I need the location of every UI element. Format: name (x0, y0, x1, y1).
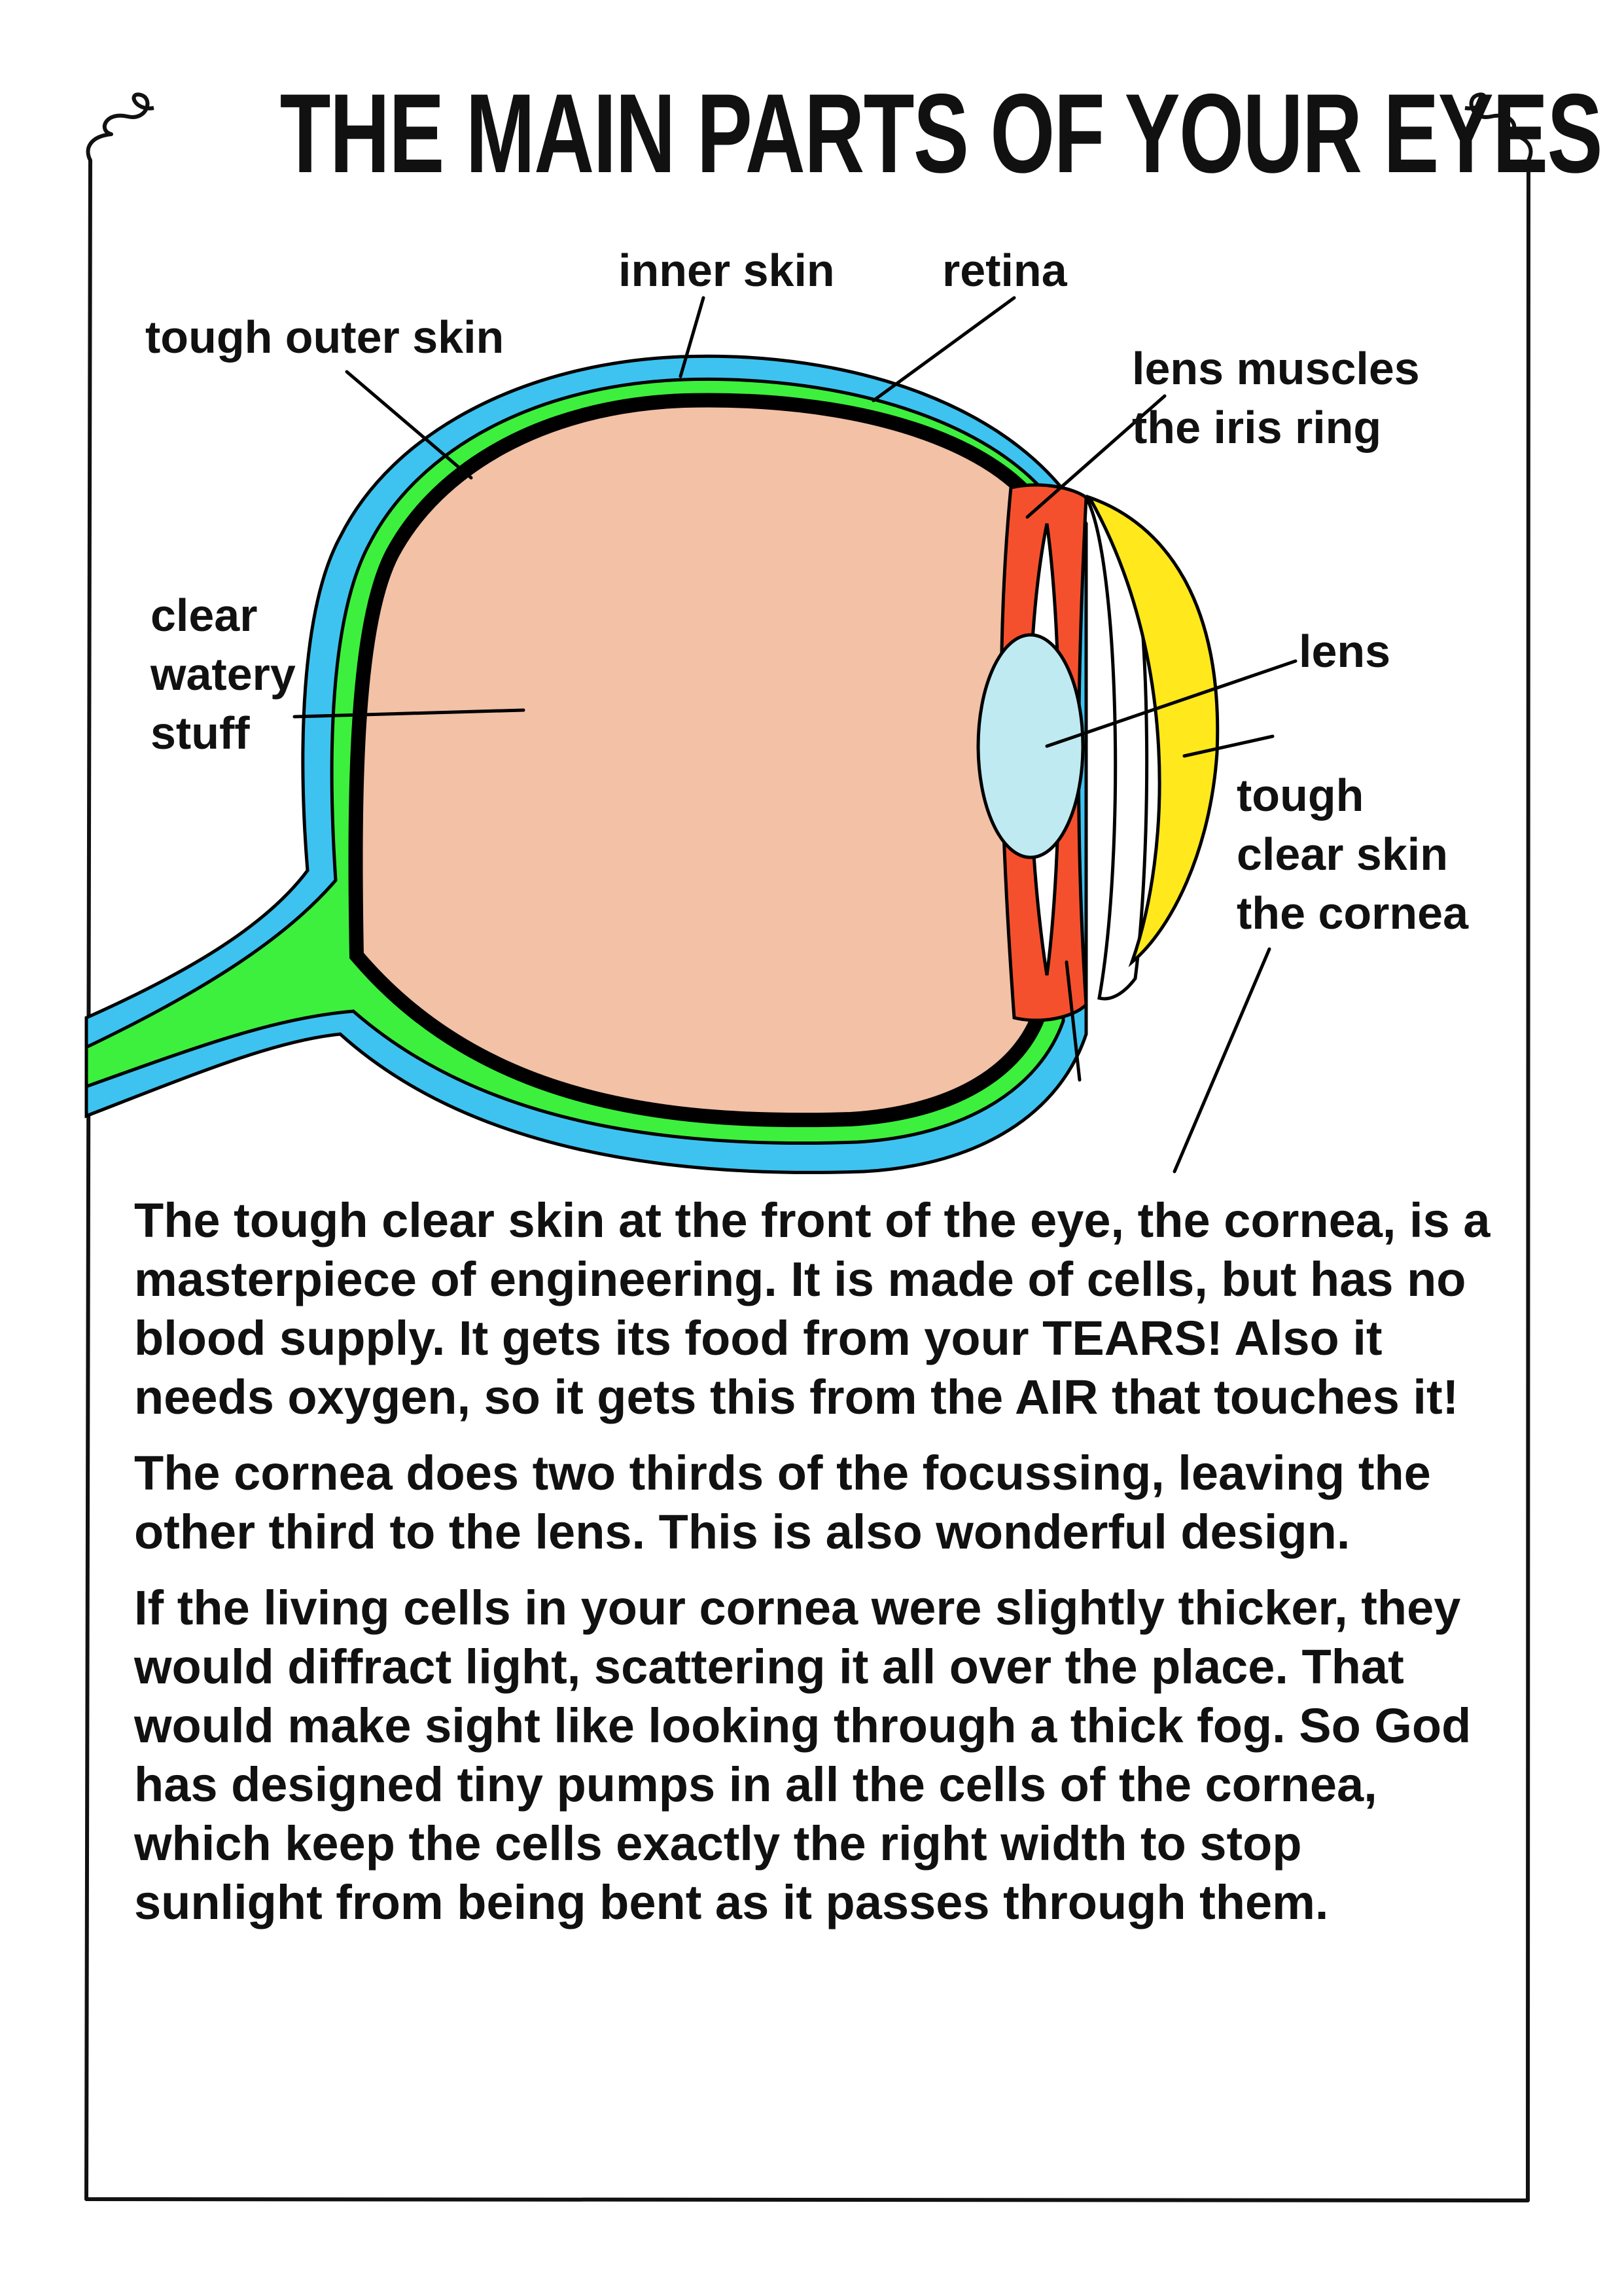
label-cornea-line2: clear skin (1237, 829, 1448, 880)
lens-shape (976, 633, 1085, 859)
pointer-clear-watery-stuff (292, 708, 525, 719)
label-clear-watery-stuff-line1: clear (150, 590, 258, 641)
label-retina: retina (942, 245, 1067, 296)
label-cornea-line3: the cornea (1237, 888, 1468, 939)
label-clear-watery-stuff-line2: watery (150, 649, 296, 700)
label-inner-skin: inner skin (618, 245, 835, 296)
body-text: The tough clear skin at the front of the… (134, 1191, 1502, 1949)
pointer-cornea (1182, 734, 1275, 758)
pointer-cornea-lower (1173, 947, 1271, 1174)
paragraph-pumps: If the living cells in your cornea were … (134, 1581, 1472, 1929)
pointer-tough-outer-skin (345, 370, 473, 480)
label-tough-outer-skin: tough outer skin (145, 312, 504, 363)
label-clear-watery-stuff: clear watery stuff (150, 586, 296, 762)
pointer-lens-muscles-lower (1065, 960, 1082, 1082)
label-lens-muscles-line1: lens muscles (1132, 343, 1420, 394)
paragraph-cornea: The tough clear skin at the front of the… (134, 1193, 1491, 1424)
label-lens-muscles-line2: the iris ring (1132, 402, 1382, 453)
retina-shape (348, 393, 1048, 1128)
pointer-lens (1045, 659, 1297, 748)
paragraph-focussing: The cornea does two thirds of the focuss… (134, 1446, 1431, 1559)
label-clear-watery-stuff-line3: stuff (150, 708, 250, 759)
label-lens: lens (1299, 626, 1391, 677)
label-lens-muscles: lens muscles the iris ring (1132, 339, 1420, 457)
label-cornea-line1: tough (1237, 770, 1364, 821)
label-cornea: tough clear skin the cornea (1237, 766, 1468, 942)
pointer-lens-muscles (1025, 394, 1167, 519)
eye-diagram (84, 296, 1297, 1174)
pointer-retina (872, 296, 1016, 403)
page-title: THE MAIN PARTS OF YOUR EYES (279, 71, 1603, 196)
pointer-inner-skin (679, 296, 705, 378)
